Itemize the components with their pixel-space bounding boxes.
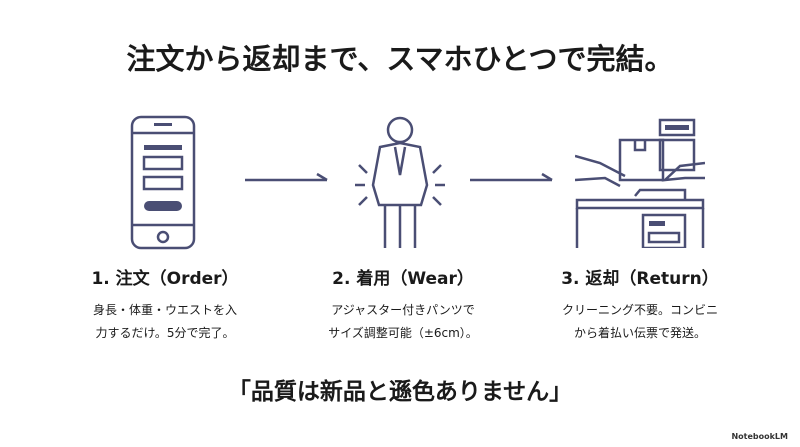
smartphone-icon	[130, 115, 196, 250]
step-desc-line: クリーニング不要。コンビニ	[561, 303, 718, 317]
arrow-right-icon	[470, 172, 553, 182]
suit-person-icon	[355, 116, 445, 248]
step-desc-line: サイズ調整可能（±6cm）。	[328, 326, 478, 340]
step-order: 1. 注文（Order） 身長・体重・ウエストを入力するだけ。5分で完了。	[45, 264, 285, 345]
step-desc-line: から着払い伝票で発送。	[573, 326, 706, 340]
step-desc-line: 身長・体重・ウエストを入	[92, 303, 237, 317]
slide-title: 注文から返却まで、スマホひとつで完結。	[126, 42, 674, 76]
quote: 「品質は新品と遜色ありません」	[227, 378, 573, 405]
step-heading: 1. 注文（Order）	[91, 269, 239, 289]
arrow-right-icon	[245, 172, 328, 182]
step-heading: 3. 返却（Return）	[561, 269, 719, 289]
step-wear: 2. 着用（Wear） アジャスター付きパンツでサイズ調整可能（±6cm）。	[283, 264, 523, 345]
convenience-store-handoff-icon	[575, 118, 705, 248]
step-heading: 2. 着用（Wear）	[332, 269, 474, 289]
step-return: 3. 返却（Return） クリーニング不要。コンビニから着払い伝票で発送。	[520, 264, 760, 345]
step-desc-line: 力するだけ。5分で完了。	[95, 326, 235, 340]
notebooklm-watermark: NotebookLM	[731, 432, 788, 441]
step-desc-line: アジャスター付きパンツで	[331, 303, 475, 317]
